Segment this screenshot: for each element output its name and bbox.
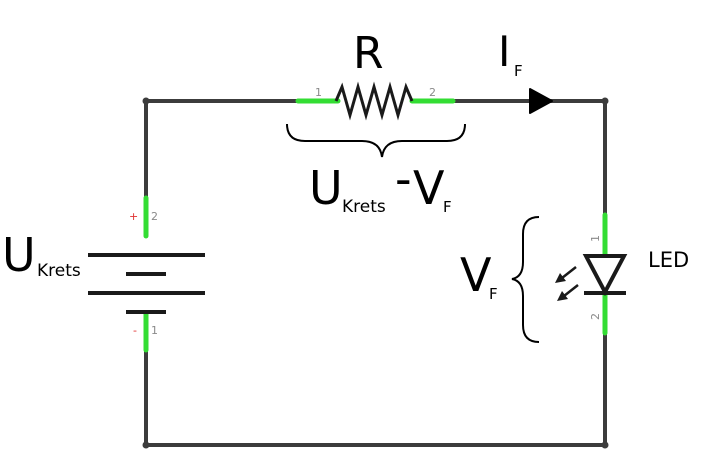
battery-plus-sign: + xyxy=(129,210,138,223)
resistor-pin-left-label: 1 xyxy=(315,86,322,99)
led-voltage-subscript: F xyxy=(489,285,498,303)
voltage-drop-brace xyxy=(286,123,466,158)
battery-pin-top-label: 2 xyxy=(151,210,158,223)
led-emission-arrow-upper-shaft xyxy=(561,266,577,279)
junction-top-left xyxy=(142,97,150,105)
current-arrow xyxy=(529,88,553,114)
current-label: I xyxy=(498,27,510,76)
led-voltage-brace xyxy=(511,216,540,343)
wires xyxy=(144,99,607,447)
resistor-label: R xyxy=(353,28,384,79)
led-label: LED xyxy=(648,248,689,272)
current-arrow-head xyxy=(529,88,553,114)
led-emission-arrow-lower-head xyxy=(557,291,568,301)
led-emission-arrow-lower-shaft xyxy=(563,284,579,297)
led: 1 2 xyxy=(555,212,628,336)
drop-label-u: U xyxy=(309,161,343,215)
led-pin-bottom-label: 2 xyxy=(589,313,602,320)
led-triangle xyxy=(582,254,628,297)
drop-label-krets-subscript: Krets xyxy=(342,197,386,217)
resistor-pin-right-label: 2 xyxy=(429,86,436,99)
current-label-subscript: F xyxy=(514,62,523,80)
battery: + 2 - 1 xyxy=(88,195,205,353)
battery-minus-sign: - xyxy=(133,324,137,337)
junction-top-right xyxy=(601,97,609,105)
led-voltage-label: V xyxy=(460,248,492,302)
voltage-drop-label: U Krets - V F xyxy=(309,152,452,217)
source-voltage-label: U xyxy=(2,228,36,282)
junction-bottom-left xyxy=(142,441,150,449)
led-pin-top-label: 1 xyxy=(589,235,602,242)
drop-label-dash: - xyxy=(395,152,412,206)
battery-pin-bottom-label: 1 xyxy=(151,324,158,337)
drop-label-v: V xyxy=(413,161,445,215)
junctions xyxy=(142,97,609,449)
resistor-zigzag xyxy=(334,81,414,121)
resistor: 1 2 xyxy=(295,81,456,121)
junction-bottom-right xyxy=(601,441,609,449)
drop-label-f-subscript: F xyxy=(443,198,452,216)
source-voltage-subscript: Krets xyxy=(37,261,81,281)
led-emission-arrow-upper-head xyxy=(555,273,566,283)
